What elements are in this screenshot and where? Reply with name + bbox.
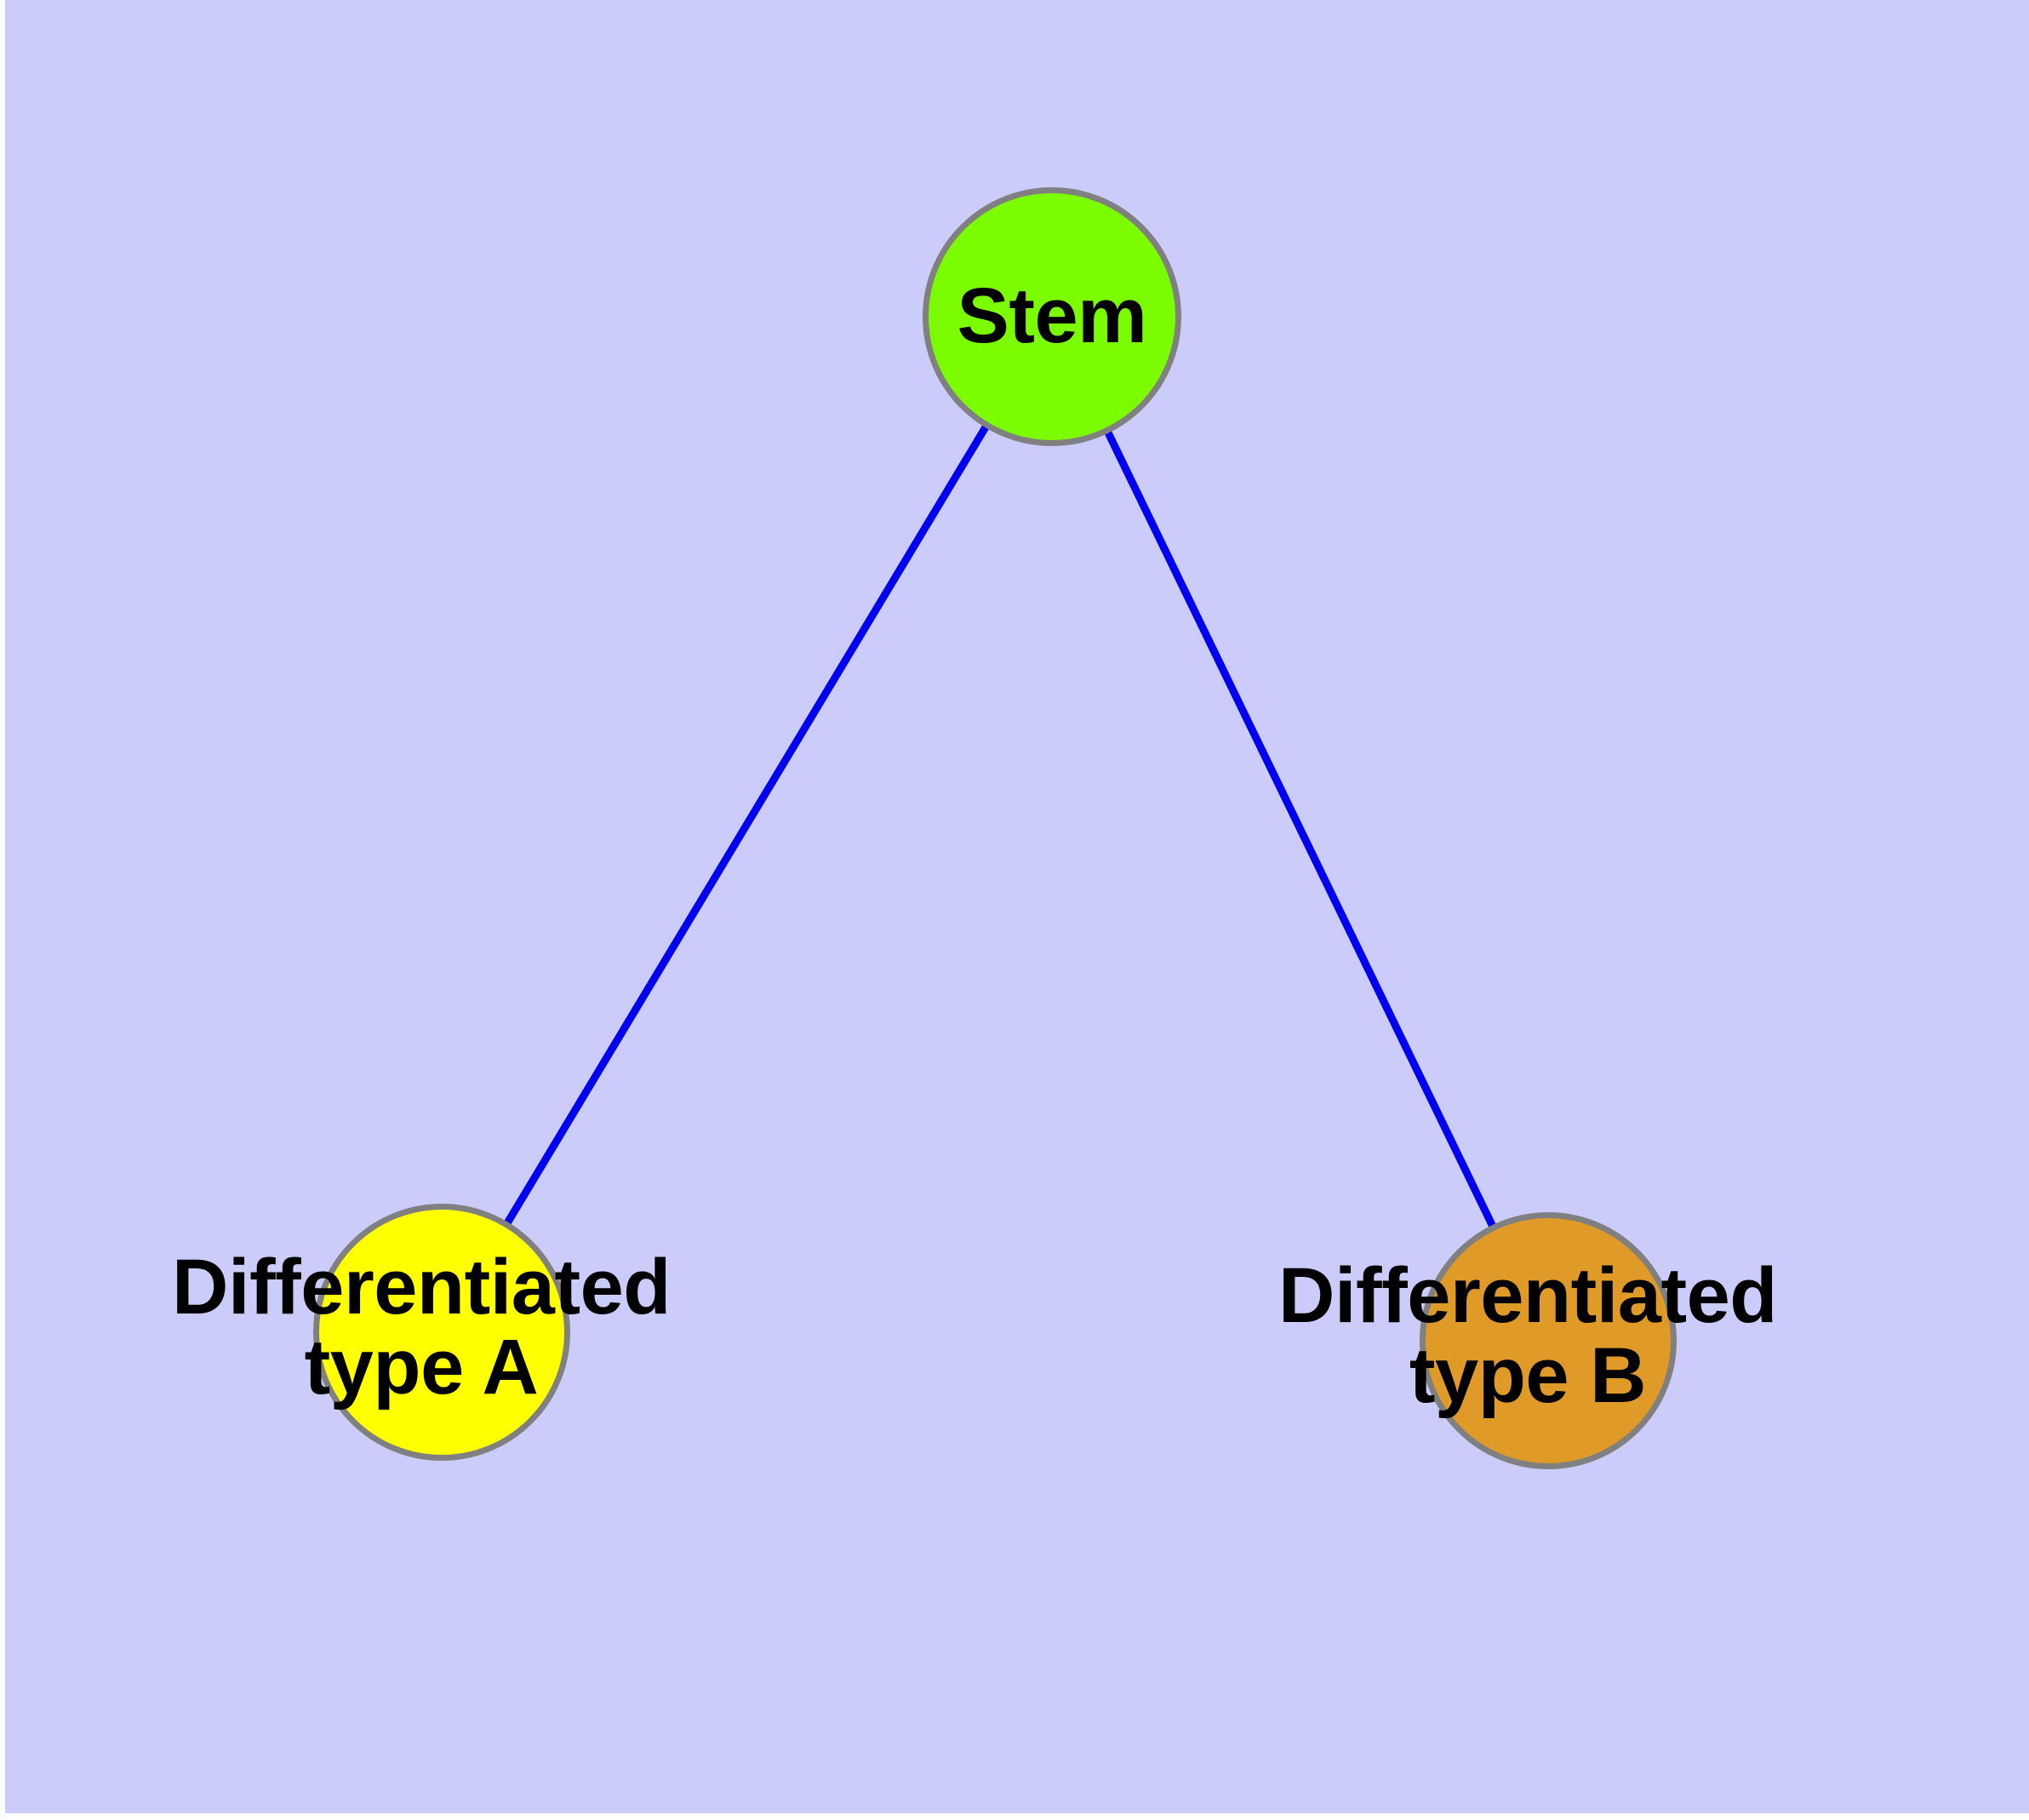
- node-circle-diff_b[interactable]: [1420, 1212, 1677, 1469]
- node-layer: [313, 187, 1677, 1469]
- edge-layer: [438, 314, 1552, 1342]
- edge-stem-to-a[interactable]: [438, 314, 1055, 1335]
- node-circle-stem[interactable]: [923, 187, 1181, 446]
- edge-stem-to-b[interactable]: [1048, 315, 1552, 1342]
- node-circle-diff_a[interactable]: [313, 1204, 570, 1461]
